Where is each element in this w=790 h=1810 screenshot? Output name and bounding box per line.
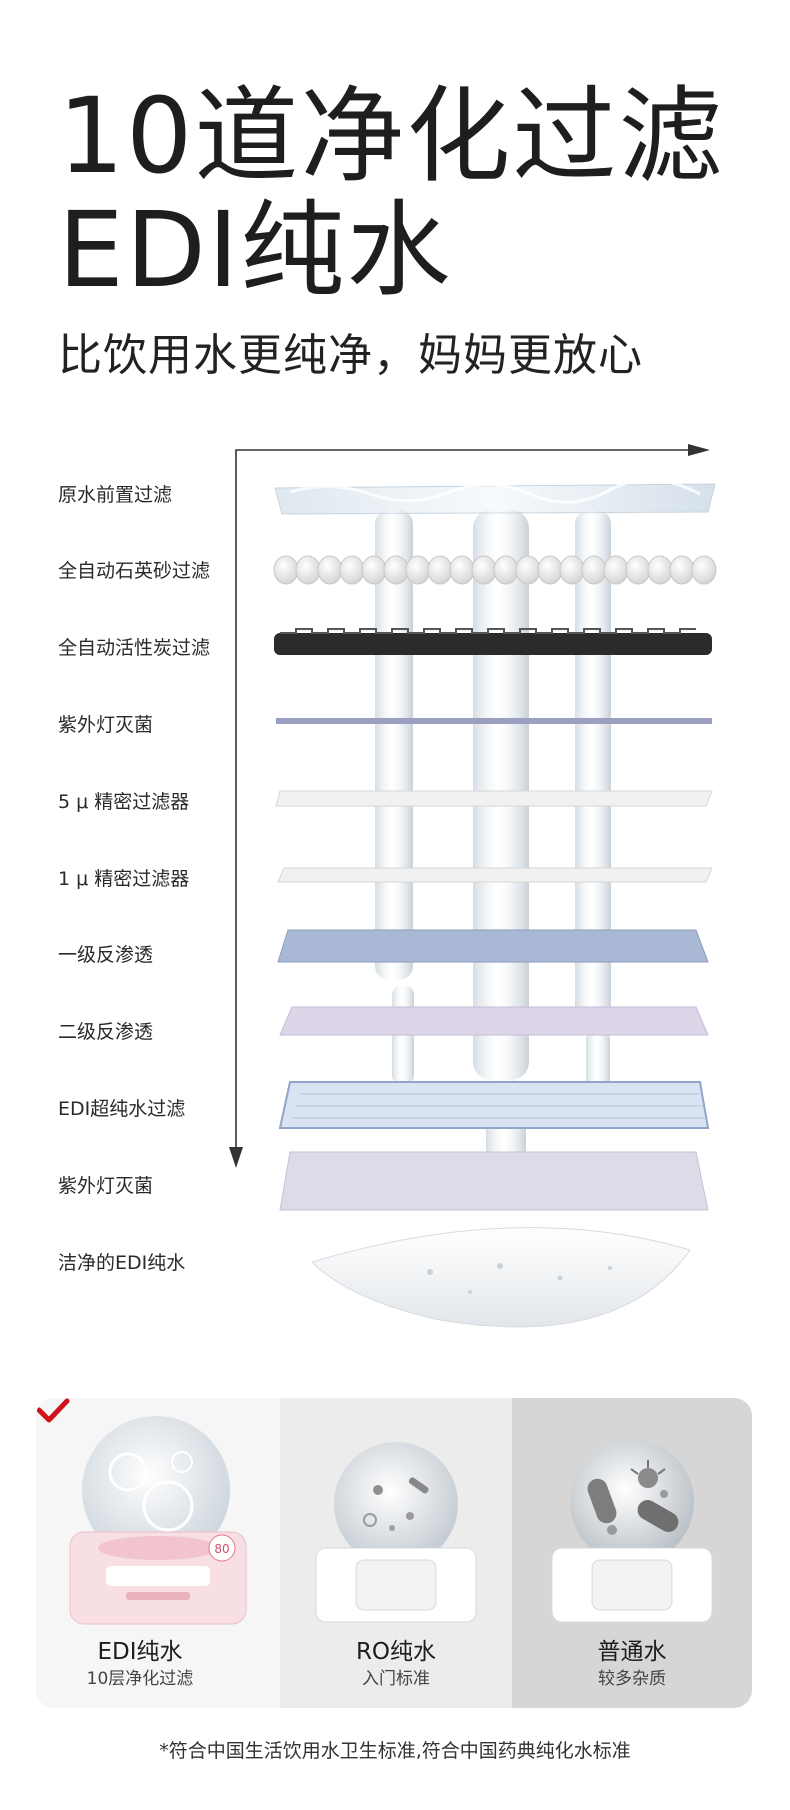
ro-water-name: RO纯水 (355, 1639, 437, 1665)
stage-label-7: 一级反渗透 (58, 944, 154, 966)
comparison-panel: 80 EDI纯水 10层净化过滤 RO纯水 入门标准 (36, 1398, 752, 1708)
normal-water-name: 普通水 (597, 1639, 667, 1665)
ro-water-desc: 入门标准 (362, 1669, 430, 1689)
layer-raw-water (274, 478, 716, 515)
layer-uv-2 (279, 1151, 709, 1211)
stage-label-4: 紫外灯灭菌 (58, 714, 154, 736)
layer-primary-ro (277, 929, 709, 963)
footnote: *符合中国生活饮用水卫生标准,符合中国药典纯化水标准 (159, 1740, 631, 1762)
edi-water-desc: 10层净化过滤 (86, 1669, 194, 1689)
stage-label-11: 洁净的EDI纯水 (58, 1252, 186, 1274)
title-line-2: EDI纯水 (58, 189, 453, 311)
stage-label-3: 全自动活性炭过滤 (58, 637, 211, 659)
layer-1u-filter (277, 867, 713, 883)
filtration-diagram (229, 444, 717, 1328)
layer-5u-filter (275, 790, 713, 807)
subtitle: 比饮用水更纯净，妈妈更放心 (58, 330, 643, 381)
layer-secondary-ro (279, 1006, 709, 1036)
clean-water-bowl (311, 1227, 691, 1328)
layer-edi-membrane (278, 1081, 710, 1129)
layer-uv-1 (276, 718, 712, 724)
stage-label-8: 二级反渗透 (58, 1021, 154, 1043)
stage-label-10: 紫外灯灭菌 (58, 1175, 154, 1197)
title-line-1: 10道净化过滤 (58, 75, 725, 197)
stage-label-6: 1 μ 精密过滤器 (58, 868, 190, 890)
normal-water-panel: 普通水 较多杂质 (512, 1398, 752, 1708)
ro-water-panel: RO纯水 入门标准 (280, 1398, 512, 1708)
stage-label-5: 5 μ 精密过滤器 (58, 791, 190, 813)
diagram-frame (229, 444, 710, 1168)
pack-count-badge: 80 (214, 1542, 229, 1556)
check-icon (36, 1398, 70, 1423)
normal-water-illustration (551, 1440, 713, 1623)
ro-water-illustration (315, 1442, 477, 1623)
edi-water-illustration: 80 (69, 1416, 247, 1625)
stage-label-9: EDI超纯水过滤 (58, 1098, 186, 1120)
normal-water-desc: 较多杂质 (598, 1669, 666, 1689)
stage-label-1: 原水前置过滤 (58, 484, 173, 506)
edi-water-panel: 80 EDI纯水 10层净化过滤 (36, 1398, 280, 1708)
edi-water-name: EDI纯水 (97, 1639, 183, 1665)
layer-activated-carbon (274, 628, 712, 655)
layer-quartz-sand (273, 555, 717, 585)
stage-label-2: 全自动石英砂过滤 (58, 560, 211, 582)
